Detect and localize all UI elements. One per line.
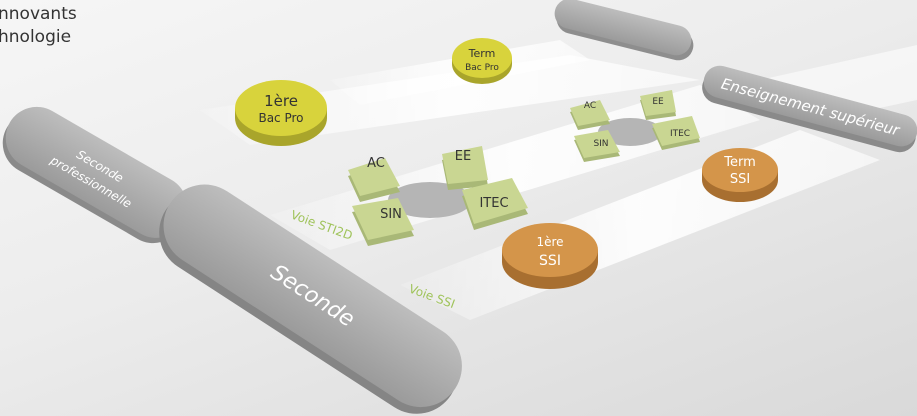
premiere-ssi-line1: 1ère (536, 235, 563, 249)
svg-text:SIN: SIN (380, 207, 402, 222)
svg-text:EE: EE (455, 149, 471, 164)
svg-text:AC: AC (367, 156, 385, 171)
header-line-1: nnovants (0, 4, 77, 24)
premiere-bac-pro-line2: Bac Pro (258, 111, 303, 125)
term-ssi-line2: SSI (730, 172, 750, 187)
svg-text:SIN: SIN (593, 139, 608, 149)
term-bac-pro-node: Term Bac Pro (452, 38, 512, 84)
premiere-ssi-line2: SSI (539, 253, 561, 269)
term-bac-pro-line1: Term (468, 47, 496, 60)
svg-text:EE: EE (652, 97, 664, 107)
svg-text:ITEC: ITEC (479, 196, 508, 211)
premiere-bac-pro-line1: 1ère (264, 92, 298, 110)
sti2d-premiere-cluster: AC EE SIN ITEC (348, 146, 528, 246)
premiere-bac-pro-node: 1ère Bac Pro (235, 80, 327, 146)
sti2d-terminale-itec: ITEC (652, 116, 700, 150)
sti2d-premiere-ac: AC (348, 156, 400, 202)
term-ssi-line1: Term (723, 155, 756, 170)
sti2d-premiere-itec: ITEC (462, 178, 528, 230)
term-bac-pro-line2: Bac Pro (465, 63, 499, 73)
sti2d-premiere-ee: EE (442, 146, 488, 190)
premiere-ssi-node: 1ère SSI (502, 223, 598, 289)
svg-text:AC: AC (584, 101, 596, 111)
top-pill (554, 0, 694, 61)
sti2d-terminale-sin: SIN (574, 130, 620, 162)
seconde-pill: Seconde (159, 184, 462, 414)
sti2d-terminale-ee: EE (640, 90, 676, 120)
sti2d-terminale-cluster: AC EE SIN ITEC (570, 90, 700, 162)
term-ssi-node: Term SSI (702, 148, 778, 202)
svg-text:ITEC: ITEC (670, 129, 690, 139)
header-line-2: hnologie (0, 27, 72, 47)
sti2d-terminale-ac: AC (570, 100, 610, 130)
sti2d-premiere-sin: SIN (352, 198, 414, 246)
